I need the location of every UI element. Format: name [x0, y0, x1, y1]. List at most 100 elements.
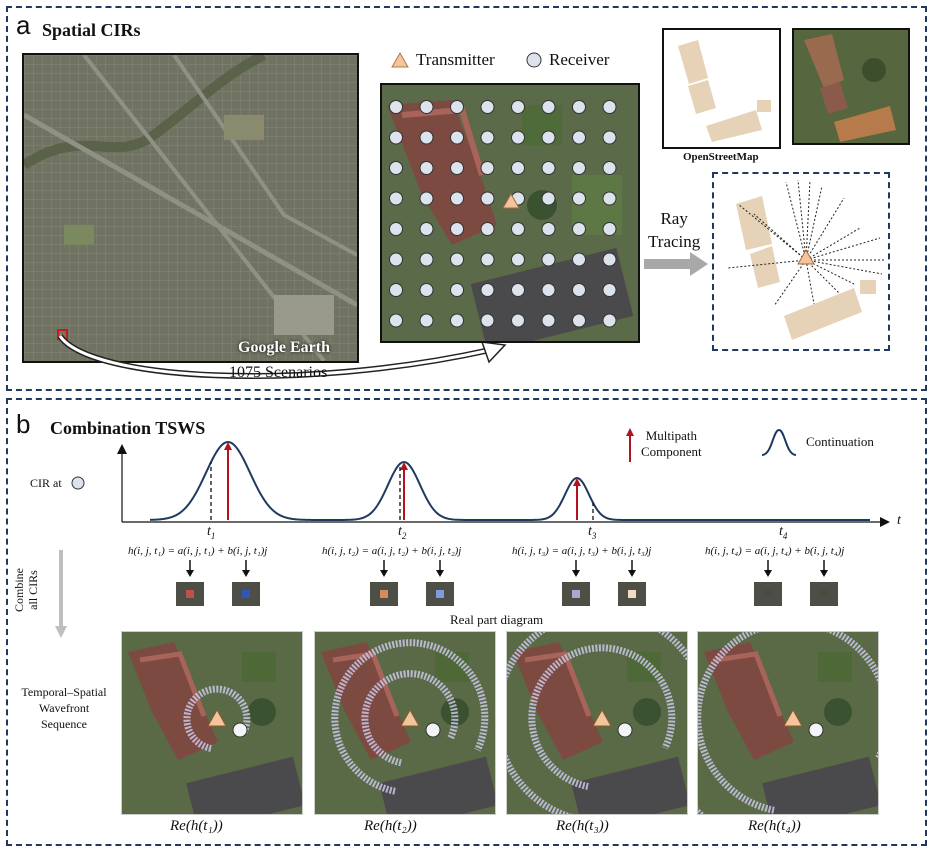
cir-plot	[117, 440, 890, 527]
time-label-t1-sub: 1	[210, 530, 216, 541]
cir-pixel	[380, 590, 388, 598]
wavefront-image	[697, 631, 879, 815]
receiver-point	[602, 222, 617, 236]
y-axis-arrow-icon	[117, 444, 127, 454]
receiver-point	[572, 100, 586, 114]
receiver-point	[389, 252, 403, 267]
osm-map	[662, 28, 781, 149]
ray-tracing-arrow-icon	[644, 252, 708, 276]
receiver-point	[419, 100, 434, 114]
multipath-arrow-icon	[573, 478, 581, 486]
combine-line1: Combine	[12, 568, 26, 612]
wavefront-ring	[507, 632, 687, 814]
receiver-point	[425, 722, 441, 738]
legend-transmitter: Transmitter	[390, 50, 495, 70]
down-arrow-icon	[242, 570, 250, 577]
receiver-point	[480, 252, 495, 267]
receiver-point	[480, 283, 495, 297]
down-arrow-icon	[380, 570, 388, 577]
legend-receiver-label: Receiver	[549, 50, 610, 69]
wavefront-art	[507, 632, 687, 814]
panel-b	[6, 398, 927, 846]
time-label-t1: t1	[207, 524, 215, 541]
receiver-point	[602, 161, 617, 175]
ray-tracing-line2: Tracing	[648, 232, 701, 251]
tsws-label: Temporal–Spatial Wavefront Sequence	[14, 684, 114, 732]
receiver-circle-icon	[71, 476, 85, 490]
wavefront-image	[506, 631, 688, 815]
time-label-t3-main: t	[588, 524, 592, 539]
cir-thumbnail	[370, 582, 398, 606]
satellite-thumbnail	[792, 28, 910, 145]
ray-tracing-line1: Ray	[660, 209, 688, 228]
tsws-line3: Sequence	[41, 717, 87, 731]
time-label-t2: t2	[398, 524, 406, 541]
receiver-point	[419, 161, 434, 175]
transmitter-point	[400, 708, 420, 727]
google-earth-map: Google Earth	[22, 53, 359, 363]
wavefront-art	[698, 632, 878, 814]
receiver-point	[419, 191, 434, 206]
ray-path	[805, 259, 841, 295]
receiver-point	[450, 100, 464, 114]
multipath-arrow-icon	[400, 462, 408, 470]
down-arrow-icon	[764, 570, 772, 577]
legend-multipath-line1: Multipath	[645, 428, 697, 443]
legend-multipath: Multipath Component	[625, 428, 702, 462]
wavefront-art	[315, 632, 495, 814]
cir-thumbnail	[618, 582, 646, 606]
ray-paths	[727, 179, 884, 340]
receiver-point	[419, 130, 434, 145]
equation-t3: h(i, j, t₃) = a(i, j, t₃) + b(i, j, t₃)j	[512, 545, 652, 557]
ray-path	[805, 197, 845, 261]
equation-t1: h(i, j, t₁) = a(i, j, t₁) + b(i, j, t₁)j	[128, 545, 268, 557]
wavefront-image	[121, 631, 303, 815]
receiver-point	[511, 161, 525, 175]
ray-path	[785, 181, 807, 261]
ray-path	[737, 203, 807, 261]
receiver-point	[572, 252, 586, 267]
receiver-point	[572, 283, 586, 297]
ray-path	[805, 259, 815, 305]
wavefront-ring	[361, 670, 459, 767]
equation-arrows	[186, 560, 828, 577]
receiver-point	[511, 283, 525, 297]
ray-path	[773, 259, 807, 307]
combine-label: Combine all CIRs	[12, 568, 40, 612]
down-arrow-icon	[628, 570, 636, 577]
ray-path	[797, 179, 807, 261]
legend-multipath-line2: Component	[641, 444, 702, 459]
receiver-point	[419, 283, 434, 297]
ray-path	[727, 259, 807, 269]
cir-thumbnail	[426, 582, 454, 606]
receiver-point	[572, 313, 586, 328]
transmitter-triangle-icon	[391, 51, 409, 68]
receiver-point	[572, 222, 586, 236]
time-label-t2-main: t	[398, 524, 402, 539]
cir-pixel	[242, 590, 250, 598]
receiver-point	[541, 313, 556, 328]
cir-thumbnail	[176, 582, 204, 606]
combine-line2: all CIRs	[26, 570, 40, 610]
receiver-point	[419, 313, 434, 328]
receiver-point	[602, 100, 617, 114]
osm-buildings	[678, 40, 771, 142]
receiver-point	[541, 252, 556, 267]
receiver-point	[572, 130, 586, 145]
tsws-line2: Wavefront	[38, 701, 90, 715]
x-axis-arrow-icon	[880, 517, 890, 527]
receiver-point	[480, 313, 495, 328]
panel-a-title: Spatial CIRs	[42, 20, 141, 40]
receiver-point	[480, 100, 495, 114]
transmitter-point	[502, 192, 520, 209]
wavefront-ring	[528, 644, 676, 790]
receiver-grid	[382, 85, 638, 341]
down-arrow-icon	[186, 570, 194, 577]
re-label-t4: Re(h(t₄))	[748, 818, 801, 834]
wavefront-ring	[698, 632, 878, 814]
continuation-curve	[149, 440, 870, 521]
satellite-thumbnail-art	[794, 30, 908, 143]
receiver-point	[541, 191, 556, 206]
receiver-point	[389, 222, 403, 236]
receiver-point	[541, 222, 556, 236]
